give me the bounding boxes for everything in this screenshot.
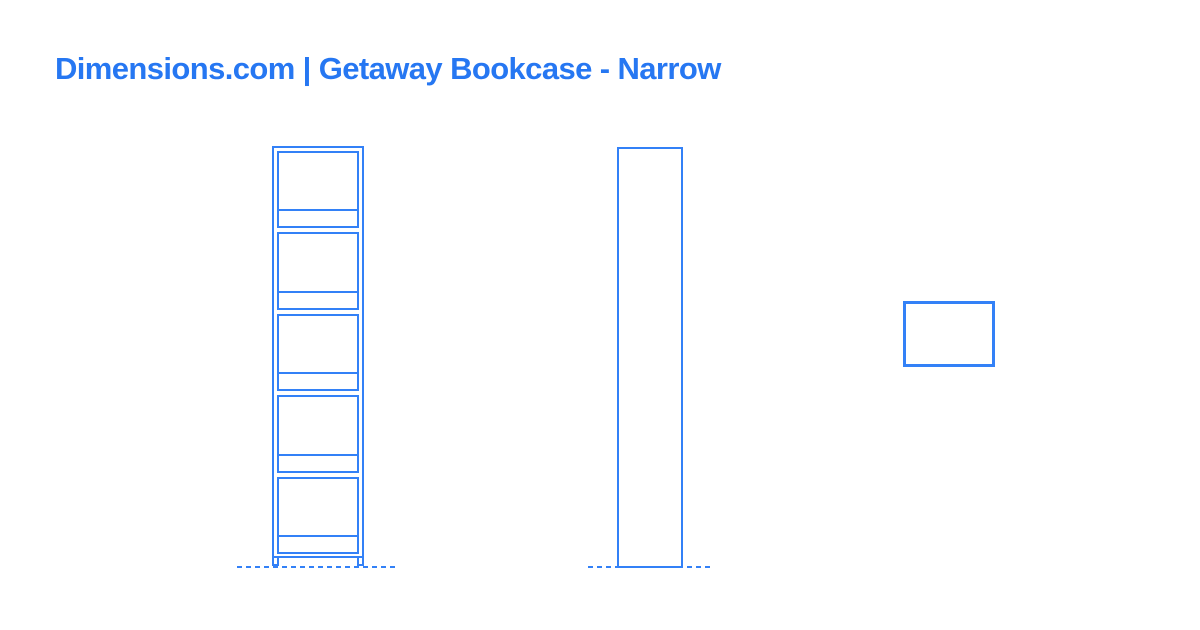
bookcase-foot-left — [272, 556, 279, 566]
top-plan-view — [903, 301, 995, 367]
shelf-band — [279, 535, 357, 552]
side-elevation-view — [617, 147, 683, 568]
page-title: Dimensions.com | Getaway Bookcase - Narr… — [55, 51, 721, 86]
ground-line-front — [237, 566, 395, 568]
shelf-band — [279, 209, 357, 226]
shelf-band — [279, 453, 357, 471]
shelf-band — [279, 290, 357, 308]
shelf-compartment — [277, 232, 359, 310]
shelf-compartment — [277, 476, 359, 555]
front-elevation-view — [272, 146, 364, 566]
shelf-compartment — [277, 313, 359, 392]
shelf-compartment — [277, 151, 359, 229]
shelf-compartment — [277, 395, 359, 473]
bookcase-foot-right — [357, 556, 364, 566]
shelf-band — [279, 372, 357, 389]
